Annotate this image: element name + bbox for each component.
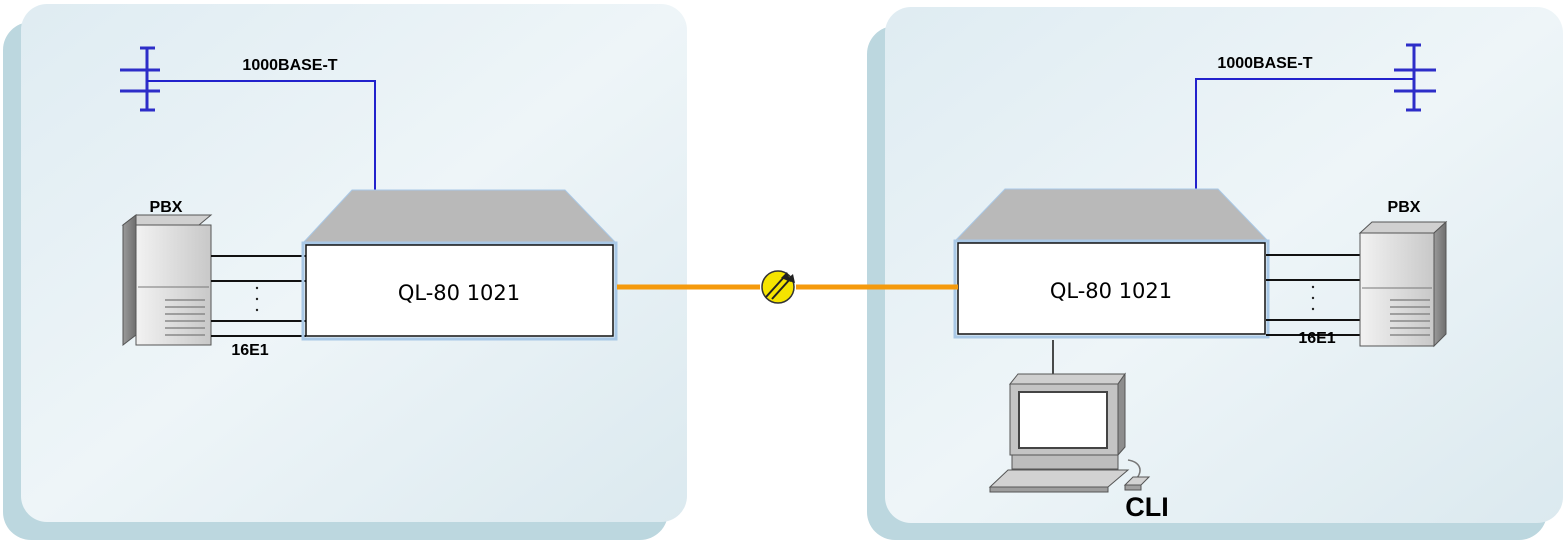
cli-terminal-icon xyxy=(988,372,1151,493)
left-ethernet-label: 1000BASE-T xyxy=(242,57,337,74)
right-ethernet-line xyxy=(1195,78,1414,198)
link-transmission-icon xyxy=(761,270,795,304)
right-ethernet-port-icon xyxy=(1394,43,1436,112)
right-e1-ellipsis xyxy=(1311,285,1315,311)
left-pbx-label: PBX xyxy=(150,199,183,216)
right-pbx-icon xyxy=(1358,220,1448,348)
cli-label: CLI xyxy=(1125,492,1169,522)
right-e1-label: 16E1 xyxy=(1298,330,1335,347)
right-pbx-label: PBX xyxy=(1388,199,1421,216)
left-device-label: QL-80 1021 xyxy=(398,281,520,305)
left-e1-ellipsis xyxy=(255,286,259,312)
left-ethernet-line xyxy=(147,80,376,200)
left-ethernet-port-icon xyxy=(120,46,160,112)
right-ethernet-label: 1000BASE-T xyxy=(1217,55,1312,72)
left-ql80-device xyxy=(301,189,618,341)
right-device-label: QL-80 1021 xyxy=(1050,279,1172,303)
left-pbx-icon xyxy=(121,213,213,347)
left-e1-label: 16E1 xyxy=(231,342,268,359)
right-ql80-device xyxy=(953,188,1270,339)
left-e1-lines xyxy=(211,255,306,337)
right-e1-lines xyxy=(1266,254,1360,336)
